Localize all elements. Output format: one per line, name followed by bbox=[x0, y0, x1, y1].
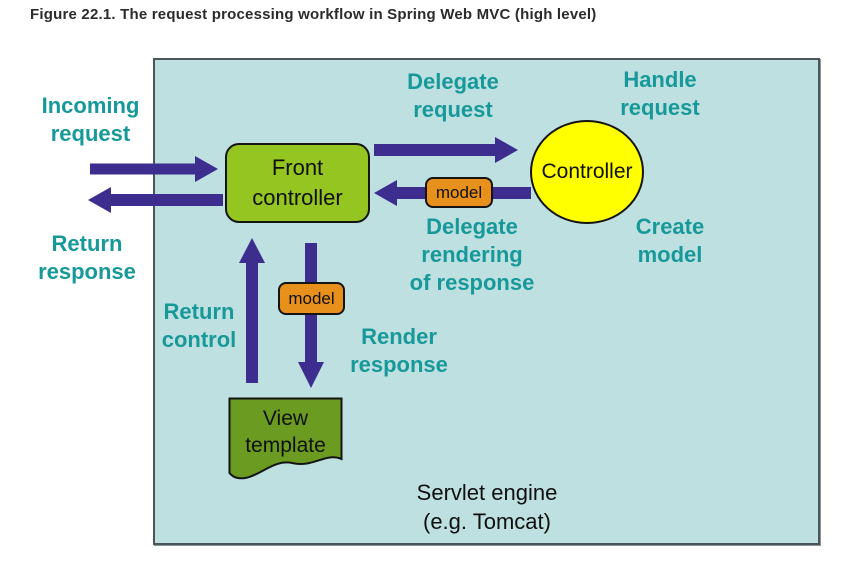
controller-node: Controller bbox=[530, 120, 644, 224]
label-create-model: Create model bbox=[635, 214, 705, 267]
front-controller-node: Front controller bbox=[225, 143, 370, 223]
model-badge-top: model bbox=[425, 177, 493, 208]
document-shape-icon bbox=[228, 397, 343, 480]
figure-caption: Figure 22.1. The request processing work… bbox=[30, 6, 597, 23]
model-badge-bottom: model bbox=[278, 282, 345, 315]
label-delegate-request: Delegate request bbox=[407, 69, 499, 122]
label-delegate-rendering: Delegate rendering of response bbox=[409, 214, 535, 295]
label-handle-request: Handle request bbox=[620, 67, 700, 120]
view-template-node: View template bbox=[228, 397, 343, 483]
label-render-response: Render response bbox=[350, 324, 448, 377]
servlet-engine-label: Servlet engine (e.g. Tomcat) bbox=[416, 480, 558, 534]
label-return-response: Return response bbox=[38, 231, 136, 284]
view-template-label: View template bbox=[245, 407, 326, 457]
label-incoming-request: Incoming request bbox=[41, 93, 140, 146]
label-return-control: Return control bbox=[161, 299, 237, 352]
